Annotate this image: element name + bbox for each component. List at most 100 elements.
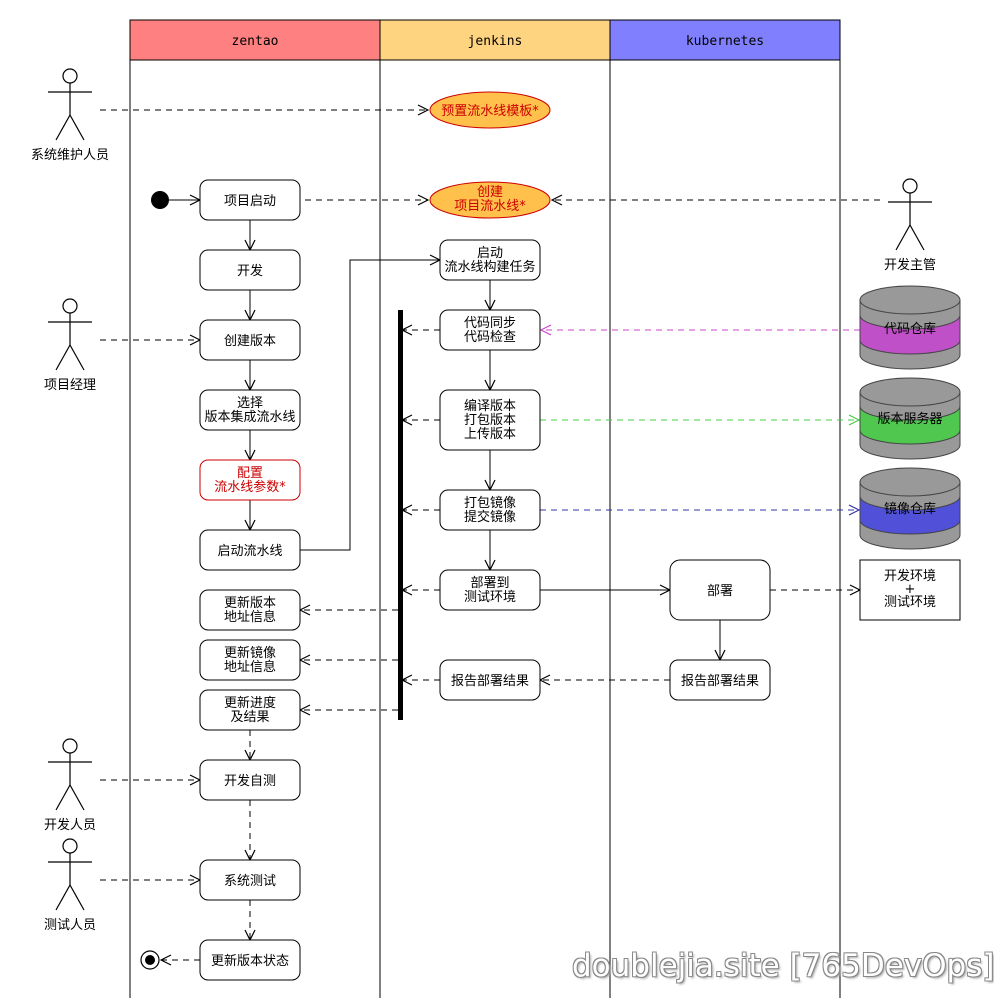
watermark: doublejia.site [765DevOps] — [572, 948, 994, 984]
edge — [300, 260, 440, 551]
node-start-build-line1: 启动 — [477, 246, 503, 261]
node-update-image-addr — [199, 639, 301, 681]
node-project-start — [199, 179, 301, 221]
swimlanes: zentao jenkins kubernetes — [129, 19, 841, 998]
actor-devlead-label: 开发主管 — [884, 257, 936, 273]
db-version-server: 版本服务器 — [859, 377, 961, 460]
node-jenkins-report-text: 报告部署结果 — [451, 674, 529, 689]
node-system-test — [199, 859, 301, 901]
node-compile-line1: 编译版本 — [464, 399, 516, 414]
db-version-server-label: 版本服务器 — [877, 411, 942, 427]
db-top — [859, 467, 961, 497]
node-create-version — [199, 319, 301, 361]
start-node — [151, 191, 169, 209]
node-start-build-line2: 流水线构建任务 — [444, 259, 535, 275]
node-select-pipeline-line2: 版本集成流水线 — [204, 409, 295, 425]
db-top — [859, 285, 961, 315]
actor-sysadmin — [48, 68, 92, 141]
node-preset-template-text: 预置流水线模板* — [441, 104, 539, 119]
edges — [100, 110, 880, 960]
node-system-test-text: 系统测试 — [224, 874, 276, 889]
sync-bar — [398, 310, 403, 720]
node-dev-selftest-text: 开发自测 — [224, 773, 276, 789]
node-code-sync — [439, 309, 541, 351]
node-update-image-addr-line1: 更新镜像 — [224, 645, 276, 661]
env-line2: + — [905, 582, 916, 597]
node-config-params — [199, 459, 301, 501]
node-deploy-to-line2: 测试环境 — [464, 590, 516, 605]
actor-head — [62, 298, 78, 314]
node-dev-selftest — [199, 759, 301, 801]
lane-label-zentao: zentao — [232, 34, 279, 49]
actor-developer — [48, 738, 92, 811]
lane-header-jenkins — [379, 19, 611, 61]
node-deploy-to-line1: 部署到 — [470, 576, 509, 591]
node-project-start-text: 项目启动 — [224, 194, 276, 209]
node-create-pipeline — [429, 181, 551, 219]
zentao-nodes: 项目启动 开发 创建版本 选择 版本集成流水线 配置 流水线参数* 启动流水线 … — [199, 179, 301, 981]
node-start-pipeline — [199, 529, 301, 571]
node-config-params-line2: 流水线参数* — [214, 479, 286, 495]
db-code-repo: 代码仓库 — [859, 285, 961, 370]
node-compile-line2: 打包版本 — [464, 413, 516, 428]
kubernetes-nodes: 部署 报告部署结果 — [669, 559, 771, 701]
actor-head — [62, 68, 78, 84]
lane-label-kubernetes: kubernetes — [686, 34, 764, 49]
jenkins-nodes: 预置流水线模板* 创建 项目流水线* 启动 流水线构建任务 代码同步 代码检查 … — [429, 91, 551, 701]
node-deploy-to — [439, 569, 541, 611]
node-update-version-addr-line1: 更新版本 — [224, 595, 276, 611]
actor-developer-label: 开发人员 — [44, 817, 96, 833]
environments-box: 开发环境 + 测试环境 — [859, 559, 961, 621]
node-update-progress-line2: 及结果 — [230, 710, 269, 725]
node-update-progress — [199, 689, 301, 731]
node-start-build — [439, 239, 541, 281]
node-k8s-report-text: 报告部署结果 — [681, 674, 759, 689]
node-compile-line3: 上传版本 — [464, 427, 516, 442]
db-image-repo-label: 镜像仓库 — [884, 501, 936, 517]
node-update-version-addr — [199, 589, 301, 631]
node-preset-template — [429, 91, 551, 129]
node-create-pipeline-line1: 创建 — [477, 185, 503, 200]
db-code-repo-label: 代码仓库 — [884, 321, 936, 337]
node-update-version-status — [199, 939, 301, 981]
actor-head — [62, 838, 78, 854]
node-create-pipeline-line2: 项目流水线* — [454, 199, 526, 214]
actor-pm-label: 项目经理 — [44, 378, 96, 393]
node-update-progress-line1: 更新进度 — [224, 695, 276, 711]
node-k8s-report — [669, 659, 771, 701]
activity-diagram: zentao jenkins kubernetes 系统维护人员 项目经理 开发… — [31, 19, 961, 998]
node-k8s-deploy-text: 部署 — [707, 584, 733, 599]
env-line3: 测试环境 — [884, 595, 936, 610]
node-image-line2: 提交镜像 — [464, 509, 516, 525]
node-select-pipeline — [199, 389, 301, 431]
node-image-line1: 打包镜像 — [464, 496, 516, 511]
node-update-version-status-text: 更新版本状态 — [211, 953, 289, 969]
actor-sysadmin-label: 系统维护人员 — [31, 148, 109, 163]
node-update-version-addr-line2: 地址信息 — [224, 609, 276, 625]
node-code-sync-line2: 代码检查 — [464, 330, 516, 345]
node-develop-text: 开发 — [237, 263, 263, 279]
db-image-repo: 镜像仓库 — [859, 467, 961, 550]
lane-header-kubernetes — [609, 19, 841, 61]
actor-pm — [48, 298, 92, 371]
end-node — [140, 950, 160, 970]
node-select-pipeline-line1: 选择 — [237, 396, 263, 411]
node-create-version-text: 创建版本 — [224, 334, 276, 349]
node-compile — [439, 389, 541, 451]
node-jenkins-report — [439, 659, 541, 701]
actor-head — [902, 178, 918, 194]
db-top — [859, 377, 961, 407]
node-start-pipeline-text: 启动流水线 — [217, 544, 282, 559]
actor-tester — [48, 838, 92, 911]
node-develop — [199, 249, 301, 291]
node-code-sync-line1: 代码同步 — [464, 316, 516, 331]
actor-devlead — [888, 178, 932, 251]
node-k8s-deploy — [669, 559, 771, 621]
env-line1: 开发环境 — [884, 568, 936, 584]
actor-head — [62, 738, 78, 754]
actor-tester-label: 测试人员 — [44, 918, 96, 933]
lane-label-jenkins: jenkins — [468, 34, 523, 49]
node-image — [439, 489, 541, 531]
lane-header-zentao — [129, 19, 381, 61]
node-config-params-line1: 配置 — [237, 466, 263, 481]
